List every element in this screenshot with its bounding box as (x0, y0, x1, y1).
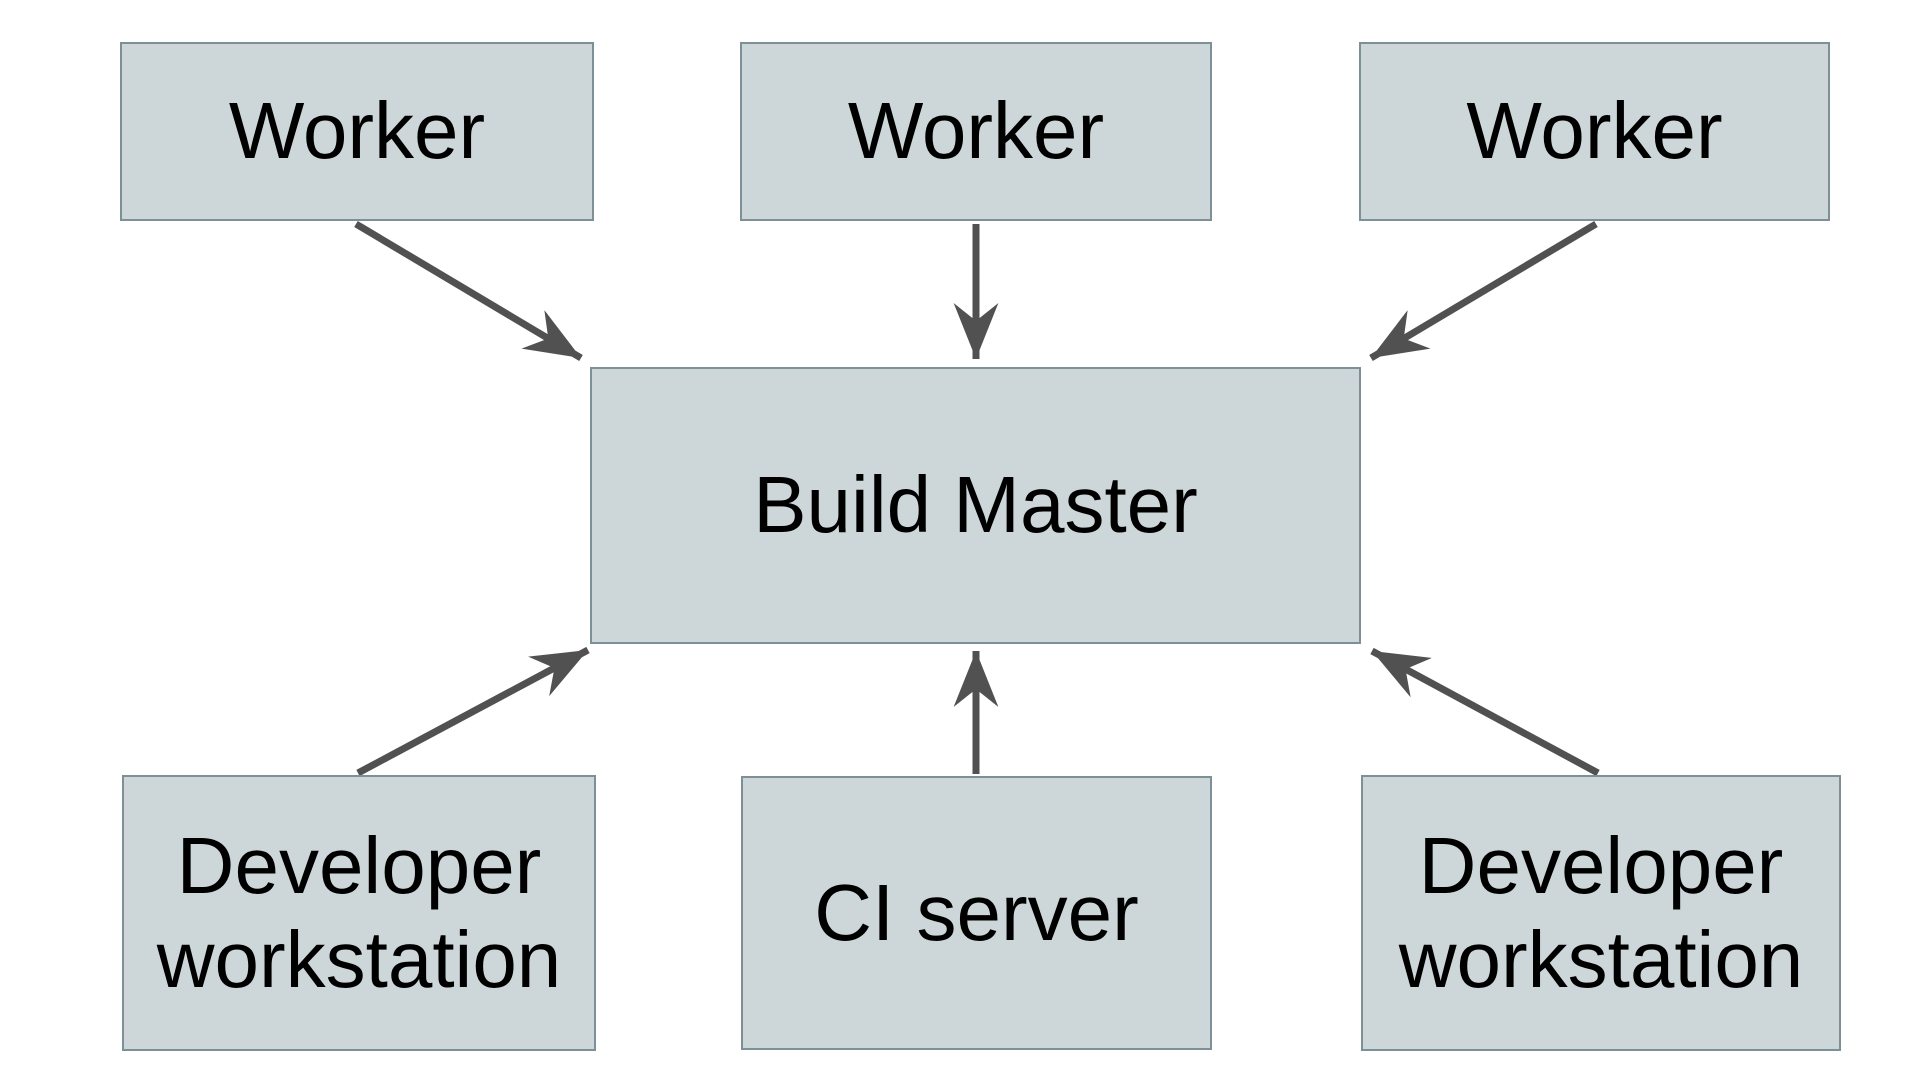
node-build-master: Build Master (590, 367, 1361, 644)
edge-developer-workstation-2-to-build-master (1370, 647, 1600, 777)
node-label: Worker (1466, 86, 1723, 176)
edge-worker-1-to-build-master (354, 220, 583, 362)
edge-worker-3-to-build-master (1369, 220, 1598, 362)
edge-developer-workstation-1-to-build-master (356, 646, 590, 777)
node-ci-server: CI server (741, 776, 1212, 1050)
node-label: Developer workstation (1398, 820, 1804, 1004)
node-worker-1: Worker (120, 42, 594, 221)
node-developer-workstation-1: Developer workstation (122, 775, 596, 1051)
node-label: Developer workstation (156, 820, 562, 1004)
node-worker-2: Worker (740, 42, 1212, 221)
node-developer-workstation-2: Developer workstation (1361, 775, 1841, 1051)
node-label: Worker (228, 86, 486, 176)
node-label: CI server (814, 867, 1139, 957)
node-label: Worker (847, 86, 1105, 176)
node-label: Build Master (753, 460, 1198, 550)
node-worker-3: Worker (1359, 42, 1830, 221)
